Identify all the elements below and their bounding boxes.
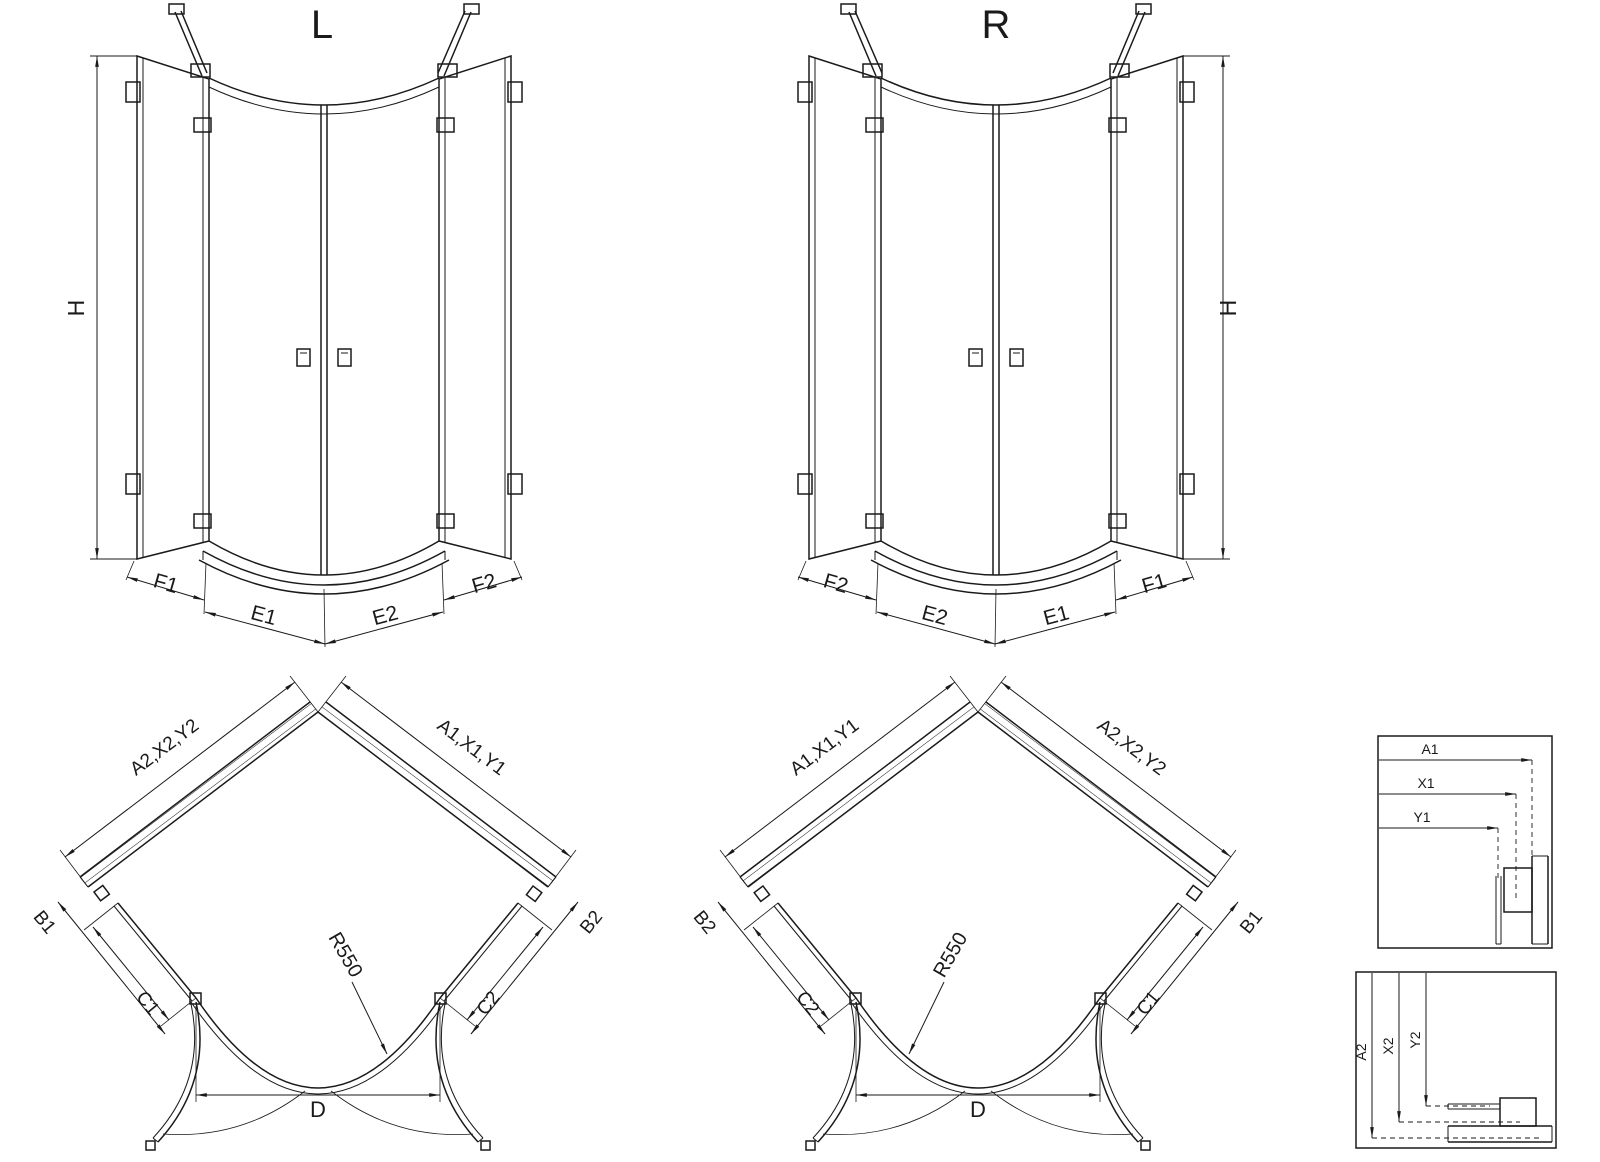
detail-vertical-label-a2: A2: [1353, 1043, 1369, 1060]
detail-horizontal-label-y1: Y1: [1413, 809, 1430, 825]
detail-vertical-frame: [1355, 971, 1557, 1149]
plan-right-wall-dim-right: A2,X2,Y2: [1093, 715, 1170, 780]
plan-left-dim-b1: B1: [29, 907, 60, 938]
front-left-height-label: H: [63, 300, 89, 317]
plan-left-dim-c2: C2: [473, 987, 505, 1019]
plan-right-dim-b2: B2: [689, 907, 720, 938]
front-left-dim-e1: E1: [248, 601, 279, 630]
front-left-dim-f2: F2: [469, 569, 499, 598]
plan-view-right: A1,X1,Y1 A2,X2,Y2 B2 C2 C1 B1 R550 D: [689, 676, 1267, 1150]
plan-right-dim-c1: C1: [1133, 987, 1165, 1019]
plan-view-left-drawing: [58, 676, 578, 1150]
front-right-dim-f2: F2: [821, 569, 851, 598]
plan-view-right-drawing: [718, 676, 1238, 1150]
plan-right-radius-label: R550: [929, 929, 972, 981]
front-left-dim-e2: E2: [370, 601, 401, 630]
plan-right-wall-dim-left: A1,X1,Y1: [786, 715, 863, 780]
front-view-right: R H F2 E2 E1 F1: [798, 3, 1241, 647]
front-left-dim-f1: F1: [151, 569, 181, 598]
front-right-dim-f1: F1: [1139, 569, 1169, 598]
front-right-height-label: H: [1215, 300, 1241, 317]
plan-right-dim-b1: B1: [1236, 907, 1267, 938]
detail-view-horizontal: A1 X1 Y1: [1377, 735, 1553, 949]
front-right-dim-e1: E1: [1041, 601, 1072, 630]
plan-right-dim-d: D: [970, 1097, 986, 1122]
front-right-dim-e2: E2: [919, 601, 950, 630]
front-right-title: R: [982, 3, 1011, 47]
detail-vertical-label-x2: X2: [1380, 1037, 1396, 1054]
plan-left-wall-dim-left: A2,X2,Y2: [126, 715, 203, 780]
plan-left-wall-dim-right: A1,X1,Y1: [433, 715, 510, 780]
plan-left-dim-d: D: [310, 1097, 326, 1122]
detail-vertical-label-y2: Y2: [1407, 1031, 1423, 1048]
front-view-right-drawing: [798, 4, 1230, 647]
detail-horizontal-label-x1: X1: [1417, 775, 1434, 791]
front-view-left-drawing: [90, 4, 522, 647]
plan-left-dim-b2: B2: [576, 907, 607, 938]
plan-view-left: A2,X2,Y2 A1,X1,Y1 B1 C1 C2 B2 R550 D: [29, 676, 607, 1150]
plan-left-radius-label: R550: [324, 929, 367, 981]
front-left-title: L: [311, 3, 333, 47]
detail-horizontal-label-a1: A1: [1421, 741, 1438, 757]
detail-horizontal-frame: [1377, 735, 1553, 949]
plan-left-dim-c1: C1: [131, 987, 163, 1019]
front-view-left: L H F1 E1 E2 F2: [63, 3, 522, 647]
plan-right-dim-c2: C2: [791, 987, 823, 1019]
detail-view-vertical: A2 X2 Y2: [1353, 971, 1557, 1149]
